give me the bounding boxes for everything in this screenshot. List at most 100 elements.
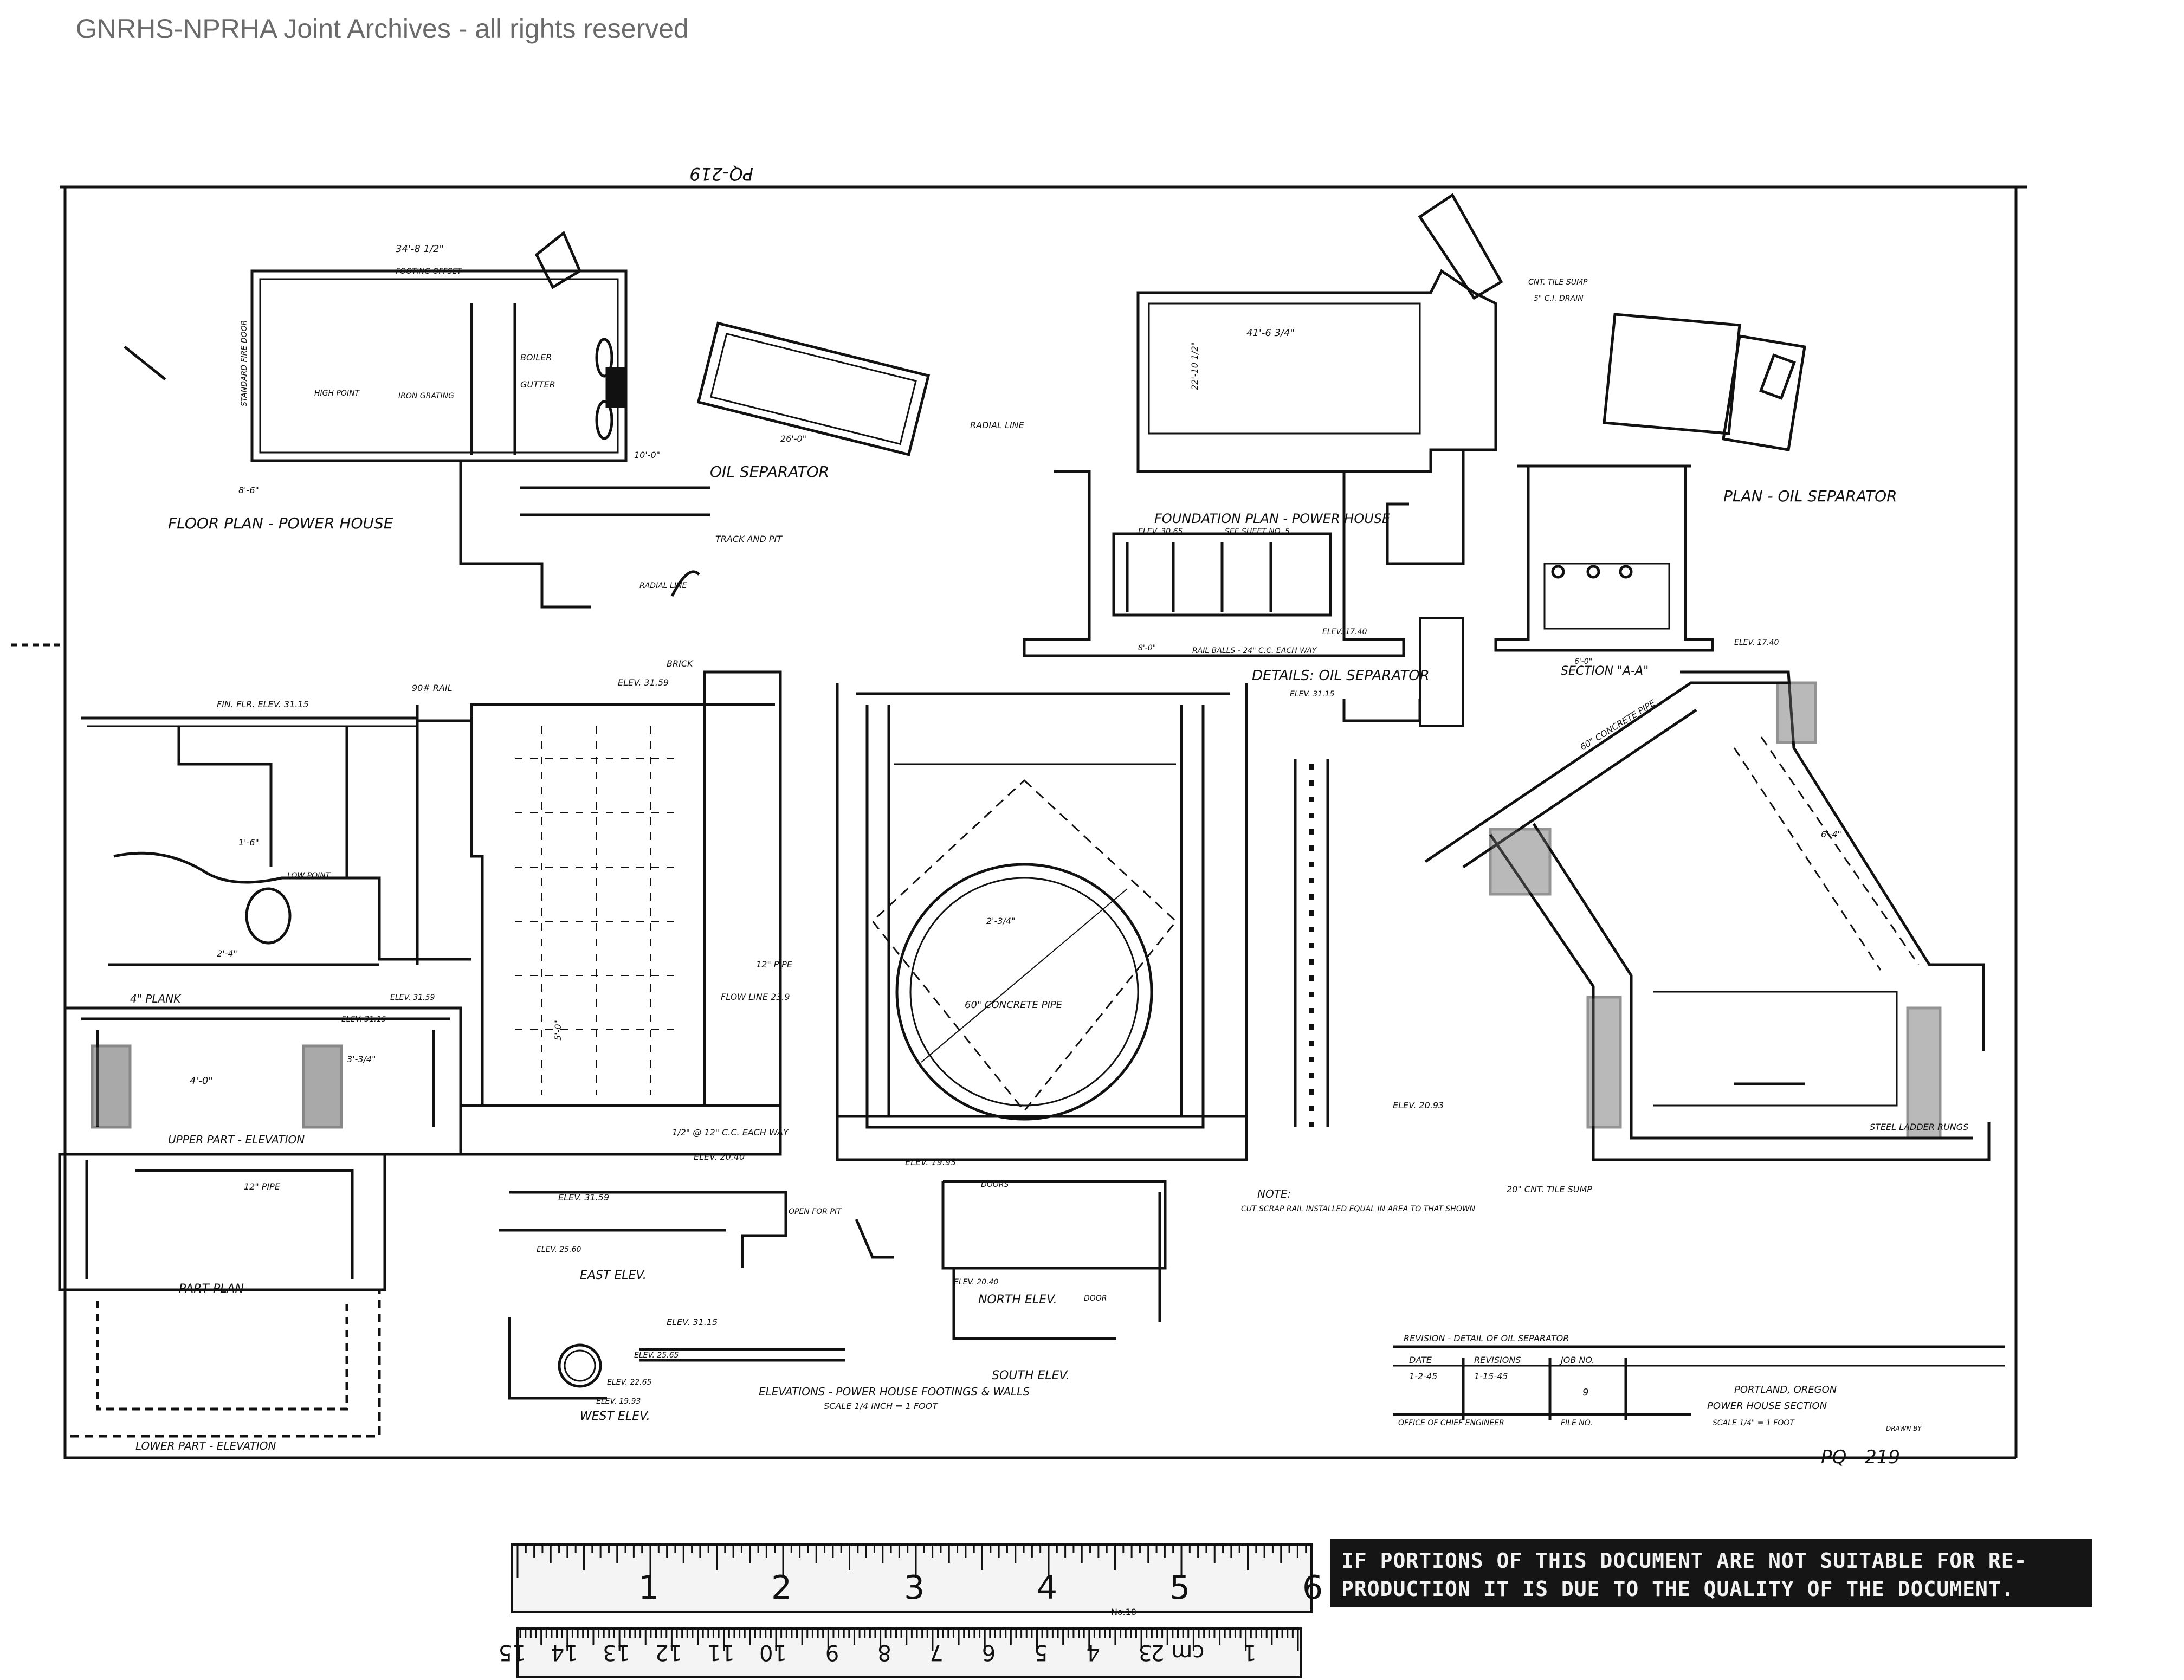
cm-label: 4 [1086,1640,1100,1665]
elev-17-40-a: ELEV. 17.40 [1322,628,1367,636]
elevations-scale: SCALE 1/4 INCH = 1 FOOT [824,1401,938,1411]
title-file-no: FILE NO. [1561,1419,1593,1427]
inch-label: 1 [638,1569,659,1607]
title-date: 1-2-45 [1409,1371,1437,1381]
label-door: DOOR [1084,1294,1107,1303]
label-c-i-drain: 5" C.I. DRAIN [1534,294,1584,303]
note-heading: NOTE: [1257,1187,1291,1200]
elev-19-93-a: ELEV. 19.93 [905,1157,956,1167]
title-floor-plan: FLOOR PLAN - POWER HOUSE [168,514,393,532]
label-high-point: HIGH POINT [314,389,360,398]
elev-30-65: ELEV. 30.65 [1138,527,1183,536]
title-plan-oil-separator: PLAN - OIL SEPARATOR [1723,487,1897,505]
title-part-plan: PART PLAN [179,1282,244,1296]
dim-3-3-4: 3'-3/4" [347,1054,376,1064]
title-revision-heading: REVISION - DETAIL OF OIL SEPARATOR [1404,1333,1569,1343]
label-radial-line-2: RADIAL LINE [639,581,687,590]
title-foundation-plan: FOUNDATION PLAN - POWER HOUSE [1154,511,1391,526]
label-concrete-pipe: 60" CONCRETE PIPE [965,999,1063,1011]
elev-20-40-b: ELEV. 20.40 [954,1278,999,1287]
dim-5-0: 5'-0" [553,1020,563,1041]
label-flow-line: FLOW LINE 23.9 [721,992,790,1002]
elev-see-sheet: SEE SHEET NO. 5 [1225,527,1290,536]
title-block [1393,1345,2005,1420]
elev-20-93: ELEV. 20.93 [1393,1100,1444,1110]
elev-31-59-b: ELEV. 31.59 [390,993,435,1002]
details-oil-separator [1023,464,1714,727]
title-west-elev: WEST ELEV. [580,1410,650,1423]
label-brick: BRICK [667,658,694,669]
title-lower-part-elevation: LOWER PART - ELEVATION [135,1439,276,1452]
title-col-revisions: REVISIONS [1474,1355,1521,1365]
cm-label: 7 [929,1640,943,1665]
central-pit-detail [836,683,1421,1161]
label-radial-line: RADIAL LINE [970,420,1025,430]
sheet-number: PQ - 219 [1821,1446,1900,1468]
title-details-oil-separator: DETAILS: OIL SEPARATOR [1252,668,1430,684]
inch-ruler-body [511,1543,1313,1613]
archive-watermark: GNRHS-NPRHA Joint Archives - all rights … [76,14,689,44]
label-rail-balls: RAIL BALLS - 24" C.C. EACH WAY [1192,647,1317,655]
label-doors: DOORS [981,1180,1009,1189]
elev-31-59-c: ELEV. 31.59 [558,1192,609,1203]
sheet-number-top: PQ-219 [689,164,753,184]
elev-20-40-a: ELEV. 20.40 [694,1152,745,1162]
dim-34-8: 34'-8 1/2" [396,243,444,255]
cm-label: cm 2 [1151,1640,1204,1665]
title-oil-separator: OIL SEPARATOR [710,463,829,481]
elev-31-15-b: ELEV. 31.15 [667,1317,718,1327]
label-steel-ladder: STEEL LADDER RUNGS [1870,1122,1968,1132]
cm-ruler-body [516,1627,1302,1678]
elev-fin-flr: FIN. FLR. ELEV. 31.15 [217,699,309,709]
floor-plan-power-house [124,230,710,609]
label-track-and-pit: TRACK AND PIT [715,534,783,544]
dim-2-3-4: 2'-3/4" [986,916,1015,926]
elev-31-15-a: ELEV. 31.15 [341,1015,386,1024]
cm-label: 12 [655,1640,682,1665]
cm-label: 10 [759,1640,787,1665]
dim-6-4: 6'-4" [1821,829,1841,839]
title-line2: POWER HOUSE SECTION [1707,1400,1827,1412]
cm-label: 1 [1243,1640,1256,1665]
elev-25-60: ELEV. 25.60 [537,1245,581,1254]
note-body: CUT SCRAP RAIL INSTALLED EQUAL IN AREA T… [1241,1205,1476,1213]
inch-label: 2 [771,1569,792,1607]
title-section-aa: SECTION "A-A" [1561,664,1649,678]
dim-26-0: 26'-0" [780,434,806,444]
cm-label: 11 [707,1640,735,1665]
inch-label: 6 [1302,1569,1323,1607]
inch-label: 3 [904,1569,925,1607]
label-plank-4: 4" PLANK [130,992,182,1005]
label-fire-door: STANDARD FIRE DOOR [240,320,249,406]
cm-label: 13 [603,1640,630,1665]
cm-label: 8 [877,1640,891,1665]
label-each-way: 1/2" @ 12" C.C. EACH WAY [672,1127,789,1138]
label-rail-90: 90# RAIL [412,683,453,693]
title-south-elev: SOUTH ELEV. [992,1369,1070,1382]
title-office: OFFICE OF CHIEF ENGINEER [1398,1419,1504,1427]
dim-41-6: 41'-6 3/4" [1246,327,1295,339]
cm-label: 3 [1139,1640,1152,1665]
cm-label: 6 [982,1640,996,1665]
title-north-elev: NORTH ELEV. [978,1293,1057,1307]
cm-label: 9 [825,1640,839,1665]
part-plan [58,1153,386,1438]
dim-6-0: 6'-0" [1574,657,1592,666]
cm-label: 14 [551,1640,578,1665]
label-cnt-tile-sump: CNT. TILE SUMP [1528,278,1588,287]
title-upper-part-elevation: UPPER PART - ELEVATION [168,1133,305,1146]
label-open-for-pit: OPEN FOR PIT [789,1207,842,1216]
elevations-caption: ELEVATIONS - POWER HOUSE FOOTINGS & WALL… [759,1385,1030,1398]
title-scale: SCALE 1/4" = 1 FOOT [1713,1419,1795,1427]
cm-label: 15 [499,1640,526,1665]
elev-31-15-c: ELEV. 31.15 [1290,690,1335,699]
elev-19-93-b: ELEV. 19.93 [596,1397,641,1406]
cm-label: 5 [1034,1640,1048,1665]
reproduction-notice: IF PORTIONS OF THIS DOCUMENT ARE NOT SUI… [1330,1539,2092,1607]
dim-10-0: 10'-0" [634,450,660,460]
sheet-border [60,185,2027,1459]
elev-22-65: ELEV. 22.65 [607,1378,652,1387]
label-iron-grating: IRON GRATING [398,392,454,400]
cm-ruler: 1 cm 23 4 5 6 7 8 9 10 11 12 13 14 15 [499,1627,1302,1678]
title-east-elev: EAST ELEV. [580,1269,647,1282]
